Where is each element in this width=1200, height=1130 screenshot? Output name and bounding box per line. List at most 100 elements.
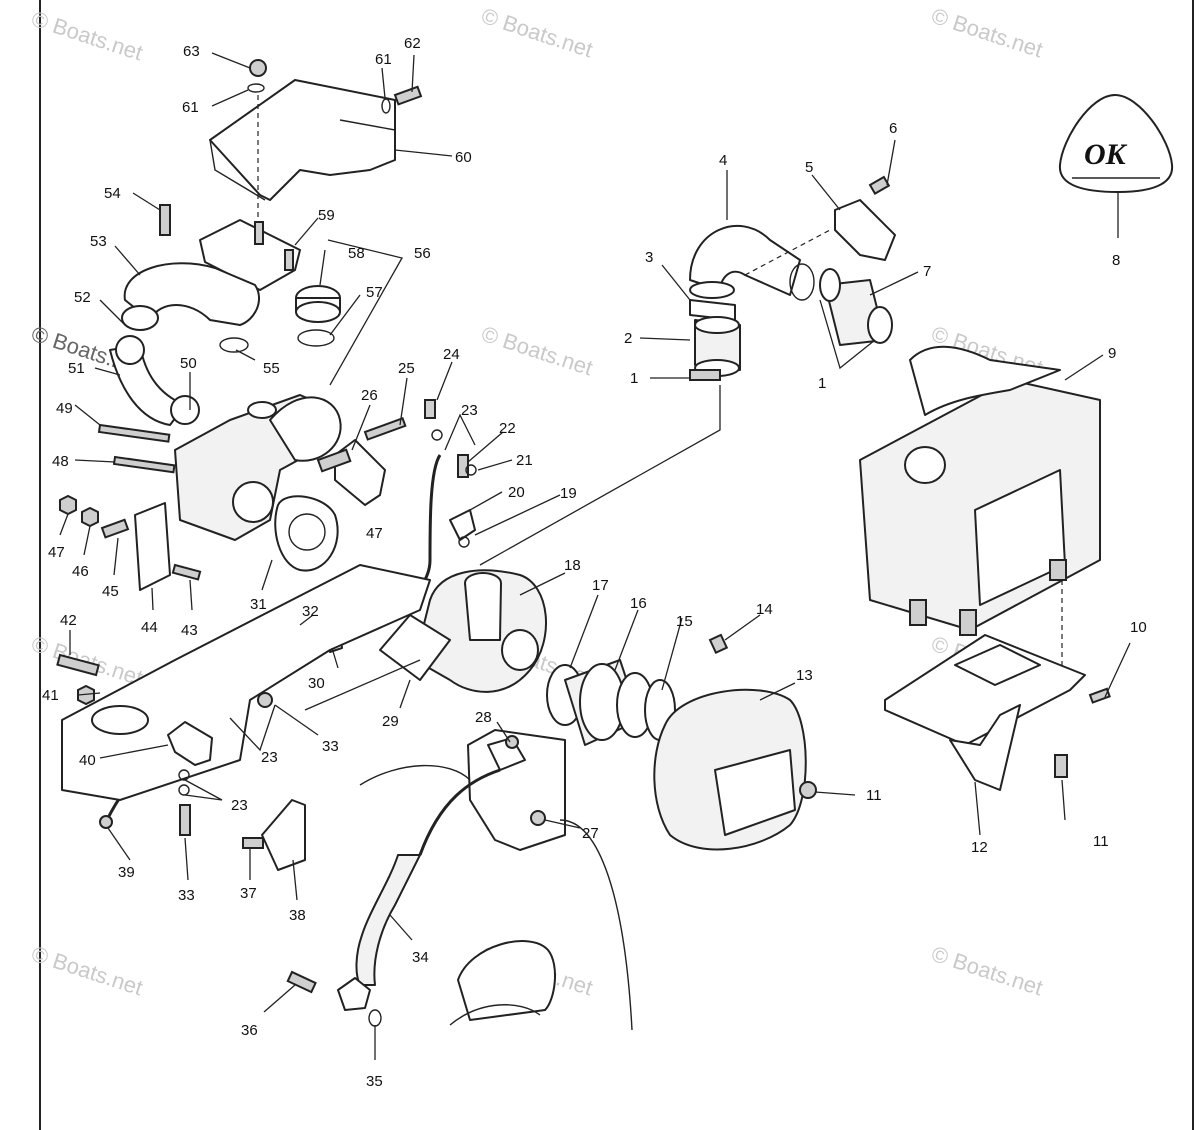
callout: 59	[318, 207, 335, 224]
callout: 60	[455, 149, 472, 166]
callout: 41	[42, 687, 59, 704]
callout: 32	[302, 603, 319, 620]
callout: 49	[56, 400, 73, 417]
bracket	[834, 199, 896, 261]
callout: 17	[592, 577, 609, 594]
callout: 40	[79, 752, 96, 769]
hose-clamp	[170, 395, 200, 425]
callout: 1	[630, 370, 638, 387]
oil-hose	[355, 854, 421, 986]
hose-clamp	[115, 335, 145, 365]
callout: 47	[48, 544, 65, 561]
watermark: © Boats.net	[28, 631, 145, 690]
watermark: © Boats.net	[28, 6, 145, 65]
callout: 38	[289, 907, 306, 924]
tee-fitting	[167, 721, 213, 766]
watermark: © Boats.net	[928, 3, 1045, 62]
bolt	[112, 455, 176, 474]
callout: 2	[624, 330, 632, 347]
intercooler-inlet	[909, 345, 1061, 416]
callout: 27	[582, 825, 599, 842]
callout: 51	[68, 360, 85, 377]
callout-labels: 1 1 2 3 4 5 6 7 8 9 10 11 11 12 13 14 15…	[42, 35, 1147, 1090]
callout: 15	[676, 613, 693, 630]
callout: 7	[923, 263, 931, 280]
o-ring	[219, 337, 249, 353]
o-ring	[297, 329, 335, 347]
mount-bracket	[134, 502, 171, 591]
cover-plate	[334, 439, 386, 506]
watermark: © Boats.net	[28, 941, 145, 1000]
part-drawings: OK	[56, 59, 1174, 1031]
gasket	[379, 614, 451, 681]
flange	[337, 977, 371, 1011]
callout: 56	[414, 245, 431, 262]
gasket	[274, 495, 339, 572]
callout: 11	[866, 787, 882, 804]
bracket	[199, 219, 301, 291]
callout: 5	[805, 159, 813, 176]
callout: 52	[74, 289, 91, 306]
callout: 28	[475, 709, 492, 726]
ok-emblem: OK	[1058, 94, 1174, 238]
washer	[247, 83, 265, 93]
callout: 44	[141, 619, 158, 636]
callout: 50	[180, 355, 197, 372]
callout: 47	[366, 525, 383, 542]
fitting	[449, 509, 476, 541]
callout: 31	[250, 596, 267, 613]
callout: 3	[645, 249, 653, 266]
engine-cover	[61, 564, 431, 801]
leader-lines	[59, 52, 1131, 1060]
engine-outline	[359, 764, 633, 1031]
callout: 12	[971, 839, 988, 856]
callout: 24	[443, 346, 460, 363]
callout: 10	[1130, 619, 1147, 636]
callout: 55	[263, 360, 280, 377]
watermark: © Boats.net	[928, 941, 1045, 1000]
callout: 11	[1093, 833, 1109, 850]
bolt	[393, 85, 423, 106]
callout: 61	[182, 99, 199, 116]
callout: 36	[241, 1022, 258, 1039]
callout: 20	[508, 484, 525, 501]
intake-elbow	[689, 224, 801, 296]
callout: 53	[90, 233, 107, 250]
callout: 26	[361, 387, 378, 404]
callout: 30	[308, 675, 325, 692]
flange	[269, 396, 342, 462]
callout: 9	[1108, 345, 1116, 362]
callout: 54	[104, 185, 121, 202]
callout: 22	[499, 420, 516, 437]
callout: 39	[118, 864, 135, 881]
callout: 13	[796, 667, 813, 684]
bolt	[97, 423, 171, 443]
callout: 6	[889, 120, 897, 137]
callout: 46	[72, 563, 89, 580]
callout: 42	[60, 612, 77, 629]
exhaust-elbow	[123, 262, 260, 326]
callout: 14	[756, 601, 773, 618]
callout: 21	[516, 452, 533, 469]
callout: 33	[322, 738, 339, 755]
callout: 29	[382, 713, 399, 730]
callout: 4	[719, 152, 727, 169]
callout: 23	[261, 749, 278, 766]
callout: 25	[398, 360, 415, 377]
watermark: © Boats.net	[478, 321, 595, 380]
callout: 45	[102, 583, 119, 600]
callout: 61	[375, 51, 392, 68]
callout: 19	[560, 485, 577, 502]
callout: 18	[564, 557, 581, 574]
callout: 34	[412, 949, 429, 966]
callout: 33	[178, 887, 195, 904]
callout: 43	[181, 622, 198, 639]
ok-emblem-text: OK	[1084, 138, 1128, 171]
callout: 16	[630, 595, 647, 612]
washer	[381, 98, 391, 114]
bracket	[261, 799, 306, 871]
callout: 35	[366, 1073, 383, 1090]
callout: 8	[1112, 252, 1120, 269]
callout: 1	[818, 375, 826, 392]
